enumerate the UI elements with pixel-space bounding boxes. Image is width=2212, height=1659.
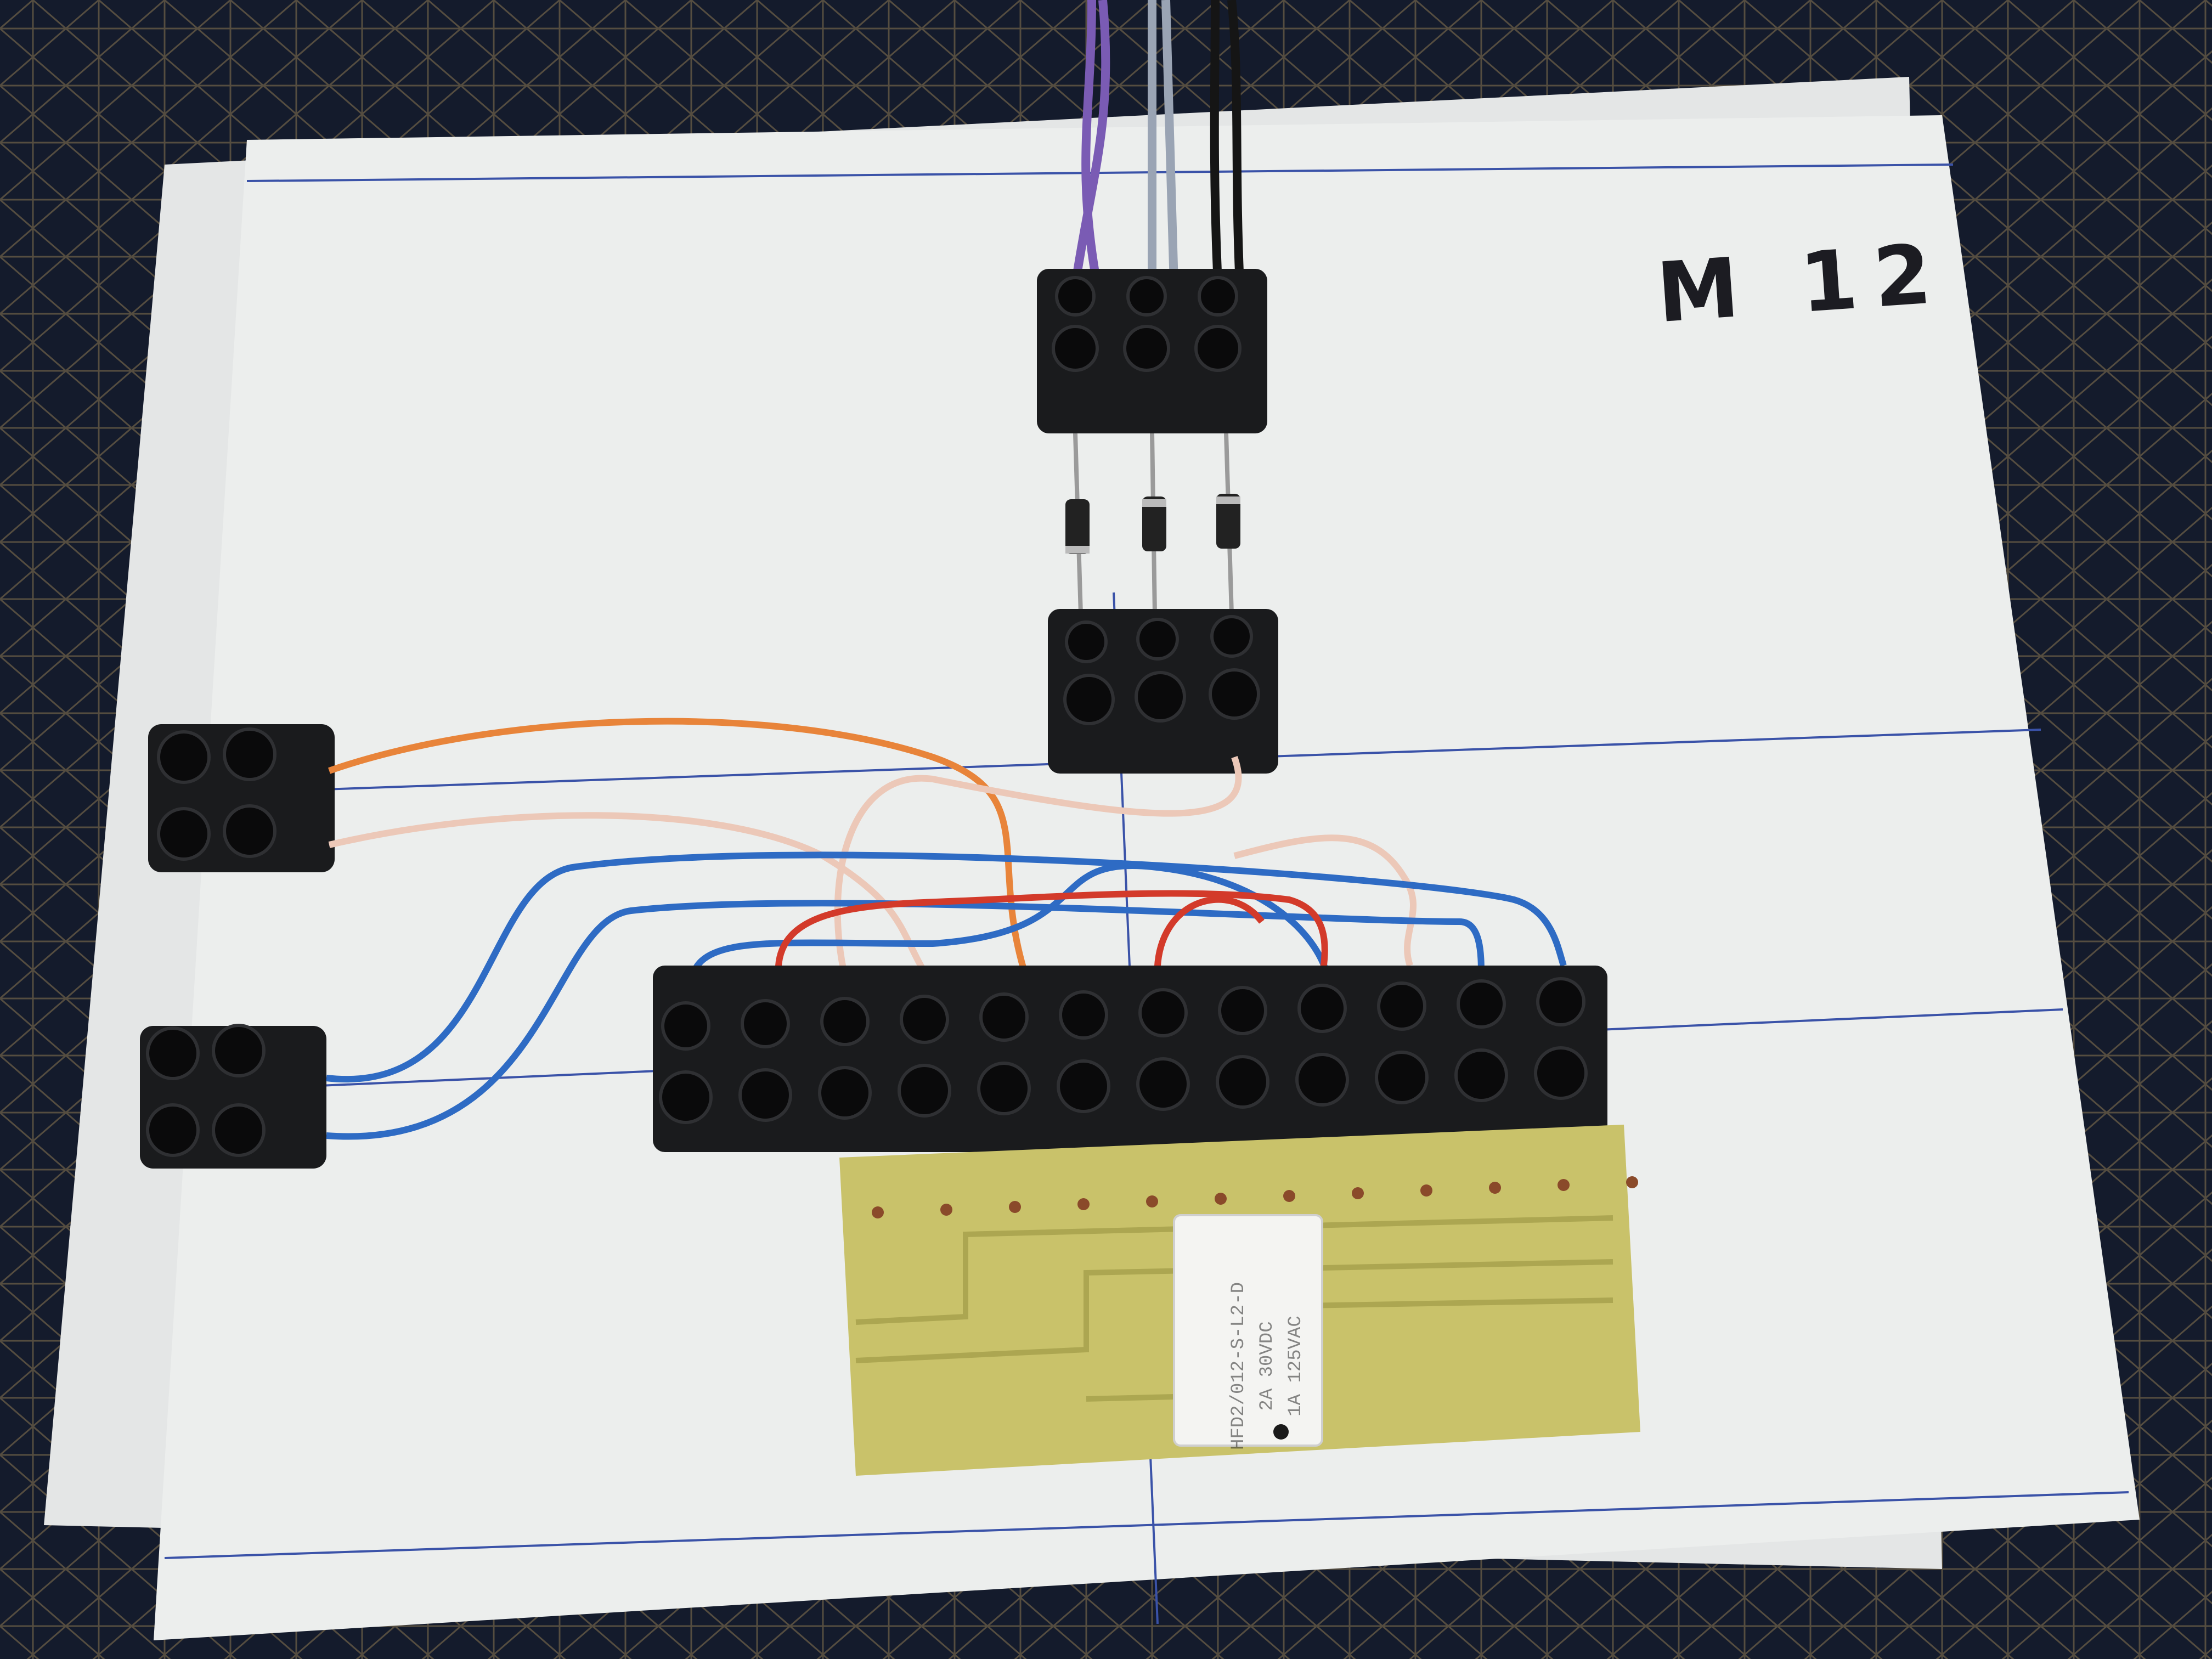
purple-wire — [1081, 0, 1102, 286]
terminal-screw-hole — [1136, 1057, 1190, 1111]
diode — [1142, 433, 1166, 615]
diode — [1065, 433, 1090, 615]
relay-rating-dc: 2A 30VDC — [1257, 1321, 1278, 1411]
terminal-screw-hole — [1059, 990, 1108, 1040]
terminal-screw-hole — [1295, 1053, 1349, 1107]
guide-line — [164, 1491, 2129, 1559]
pcb-pad — [1489, 1182, 1501, 1194]
handwritten-label: M 12 — [1654, 225, 1951, 342]
left-lower-terminal — [140, 1024, 326, 1169]
relay-model: HFD2/012-S-L2-D — [1228, 1282, 1249, 1451]
terminal-strip-screws — [659, 977, 1588, 1124]
terminal-screw-hole — [661, 1001, 710, 1051]
main-board — [154, 115, 2140, 1640]
relay-rating-ac: 1A 125VAC — [1285, 1316, 1306, 1417]
pcb-pad — [1558, 1179, 1570, 1191]
terminal-screw-hole — [1216, 1055, 1269, 1109]
pcb-pad — [940, 1204, 952, 1216]
left-upper-terminal — [148, 724, 335, 872]
blue-wire — [688, 862, 1331, 988]
relay-label: HFD2/012-S-L2-D 2A 30VDC 1A 125VAC — [1130, 1278, 1404, 1454]
terminal-screw-hole — [1457, 979, 1506, 1029]
pcb-pad — [1009, 1201, 1021, 1213]
terminal-screw-hole — [1377, 981, 1426, 1031]
guide-line — [246, 163, 1954, 182]
terminal-screw-hole — [1057, 1059, 1110, 1113]
pcb-pad — [1283, 1190, 1295, 1202]
pink-wire — [834, 755, 1242, 978]
black-wire — [1227, 0, 1244, 286]
black-wire — [1210, 0, 1222, 286]
pcb-pads — [872, 1176, 1638, 1218]
pcb-pad — [1215, 1193, 1227, 1205]
relay — [1173, 1214, 1323, 1447]
orange-wire — [328, 718, 1029, 978]
terminal-screw-hole — [818, 1066, 872, 1120]
pcb-pad — [1420, 1184, 1432, 1197]
terminal-screw-hole — [741, 999, 790, 1048]
terminal-screw-hole — [900, 995, 949, 1044]
terminal-screw-hole — [1534, 1046, 1588, 1100]
pink-wire — [1233, 834, 1417, 967]
red-wire — [775, 890, 1328, 983]
terminal-screw-hole — [1375, 1051, 1429, 1104]
pcb-pad — [1352, 1187, 1364, 1199]
blue-wire — [326, 851, 1567, 1083]
terminal-screw-hole — [1536, 977, 1585, 1026]
middle-terminal-block — [1048, 609, 1278, 774]
terminal-screw-hole — [979, 992, 1029, 1042]
terminal-screw-hole — [820, 997, 870, 1046]
terminal-screw-hole — [1454, 1048, 1508, 1102]
terminal-strip — [653, 966, 1607, 1152]
terminal-screw-hole — [977, 1062, 1031, 1115]
red-wire — [1154, 896, 1265, 983]
pcb-pad — [1146, 1195, 1158, 1207]
purple-wire — [1071, 0, 1110, 286]
terminal-screw-hole — [898, 1064, 951, 1118]
terminal-screw-hole — [1218, 986, 1267, 1035]
terminal-screw-hole — [1297, 984, 1347, 1033]
pcb-pad — [1077, 1198, 1090, 1210]
pcb-pad — [872, 1206, 884, 1218]
terminal-screw-hole — [738, 1068, 792, 1122]
grey-wire — [1161, 0, 1178, 286]
terminal-screw-hole — [1138, 988, 1188, 1037]
pink-wire — [328, 812, 930, 979]
pcb-pad — [1626, 1176, 1638, 1188]
terminal-screw-hole — [659, 1070, 713, 1124]
diode — [1216, 433, 1240, 615]
blue-wire — [326, 900, 1485, 1140]
top-terminal-block — [1037, 269, 1267, 433]
